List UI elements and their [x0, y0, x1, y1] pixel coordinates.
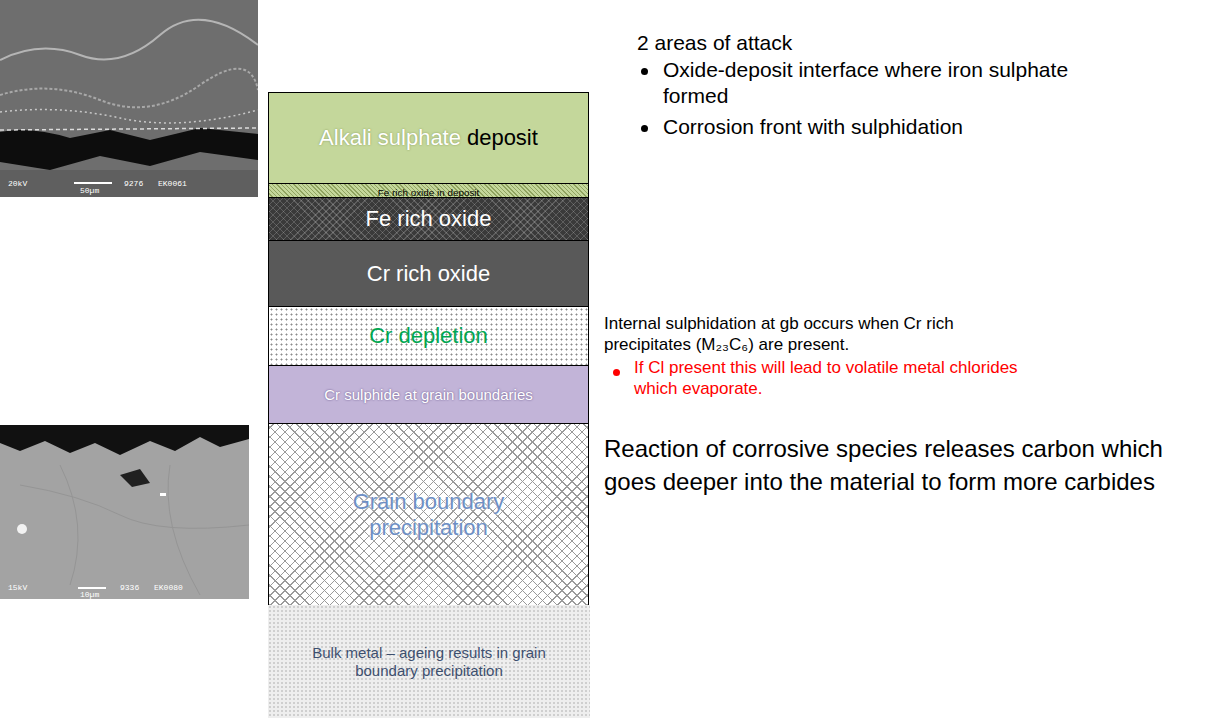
text-wrap: Bulk metal – ageing results in grain bou…: [279, 644, 579, 680]
bullet-dot: [613, 369, 620, 376]
micrograph-label: 9336: [120, 584, 139, 592]
text-wrap: Cr sulphide at grain boundaries: [324, 386, 532, 404]
layer-band: Fe rich oxide in deposit: [268, 183, 589, 198]
layer-band: Cr rich oxide: [268, 240, 589, 307]
layer-band: Cr sulphide at grain boundaries: [268, 365, 589, 424]
layer-label: Bulk metal – ageing results in grain bou…: [312, 644, 545, 679]
micrograph-label: 20kV: [8, 180, 27, 188]
micrograph-label: EK0080: [154, 584, 183, 592]
layer-label: Alkali sulphate: [319, 125, 461, 150]
note-text: Reaction of corrosive species releases c…: [604, 432, 1200, 498]
text-wrap: Alkali sulphatedeposit: [319, 125, 538, 150]
layer-band: Alkali sulphatedeposit: [268, 92, 589, 184]
layer-band: Grain boundary precipitation: [268, 423, 589, 606]
text-wrap: Cr depletion: [369, 323, 488, 348]
sem-image: [0, 425, 249, 599]
micrograph-label: 50µm: [80, 187, 99, 195]
text-wrap: Cr rich oxide: [367, 261, 490, 286]
layer-band: Bulk metal – ageing results in grain bou…: [268, 605, 590, 718]
layer-label: Fe rich oxide in deposit: [378, 187, 480, 198]
layer-label: Cr rich oxide: [367, 261, 490, 286]
micrograph-label: 10µm: [80, 591, 99, 599]
note-text: Corrosion front with sulphidation: [663, 114, 1083, 140]
layer-label: Fe rich oxide: [366, 206, 492, 231]
note-text: Internal sulphidation at gb occurs when …: [604, 314, 1034, 355]
bullet-dot: [641, 68, 648, 75]
layer-label: Grain boundary precipitation: [353, 489, 505, 539]
bullet-dot: [641, 125, 648, 132]
text-wrap: Grain boundary precipitation: [324, 489, 534, 540]
micrograph-label: 9276: [124, 180, 143, 188]
layer-label: Cr sulphide at grain boundaries: [324, 386, 532, 403]
text-wrap: Fe rich oxide: [366, 206, 492, 231]
sem-image: [0, 0, 258, 197]
note-text: If Cl present this will lead to volatile…: [634, 358, 1054, 399]
layer-band: Cr depletion: [268, 306, 589, 366]
layer-label: deposit: [467, 125, 538, 150]
micrograph-label: 15kV: [8, 584, 27, 592]
micrograph-label: EK0061: [158, 180, 187, 188]
note-text: 2 areas of attack: [637, 30, 1037, 56]
layer-label: Cr depletion: [369, 323, 488, 348]
layer-band: Fe rich oxide: [268, 197, 589, 241]
note-text: Oxide-deposit interface where iron sulph…: [663, 57, 1083, 108]
